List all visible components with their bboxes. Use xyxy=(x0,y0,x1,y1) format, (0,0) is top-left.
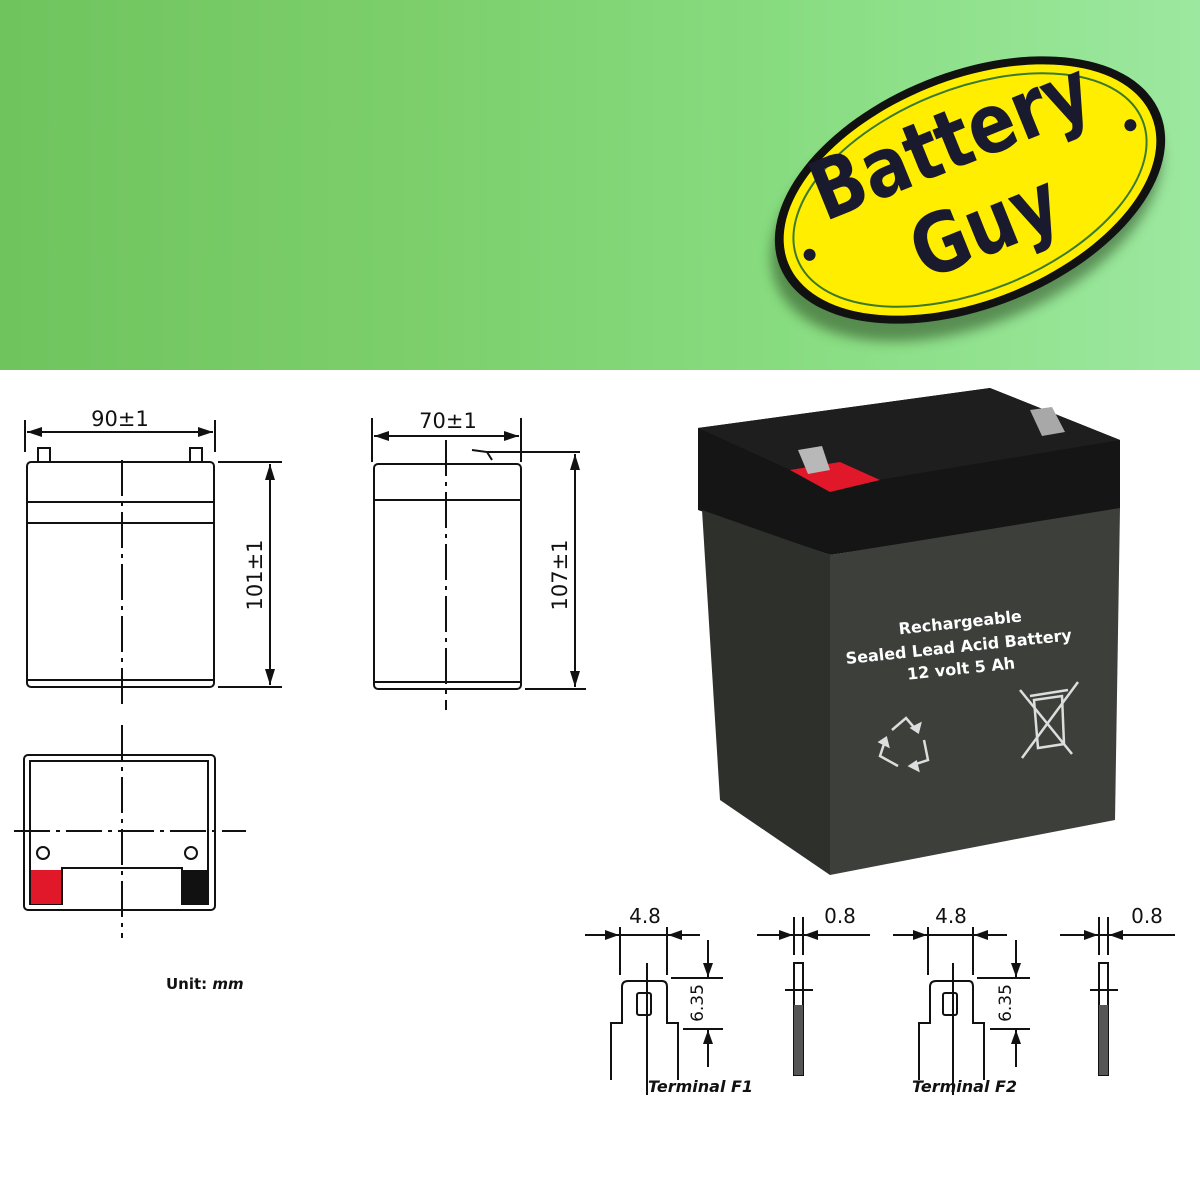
positive-tab-icon xyxy=(798,446,830,474)
battery-product-image: Rechargeable Sealed Lead Acid Battery 12… xyxy=(698,388,1120,875)
crossed-bin-icon xyxy=(1019,681,1080,759)
terminal-f2-label: Terminal F2 xyxy=(912,1077,1018,1096)
unit-label: Unit: mm xyxy=(166,975,244,993)
battery-guy-logo: Battery Guy xyxy=(745,25,1195,355)
front-view-drawing: 90±1 101±1 xyxy=(24,407,282,710)
unit-prefix: Unit: xyxy=(166,975,208,993)
f1-width-label: 4.8 xyxy=(629,904,661,928)
top-view-drawing xyxy=(14,725,246,938)
terminal-f1-label: Terminal F1 xyxy=(648,1077,754,1096)
recycle-icon xyxy=(877,716,930,773)
side-height-label: 107±1 xyxy=(548,539,572,610)
front-height-label: 101±1 xyxy=(243,539,267,610)
side-view-drawing: 70±1 107±1 xyxy=(371,409,586,710)
side-width-label: 70±1 xyxy=(419,409,477,433)
front-width-label: 90±1 xyxy=(91,407,149,431)
logo-oval-icon: Battery Guy xyxy=(771,41,1166,342)
f2-height-label: 6.35 xyxy=(996,984,1016,1022)
negative-tab-icon xyxy=(1030,407,1065,436)
battery-body xyxy=(830,508,1120,875)
terminal-f2-drawing: 4.8 0.8 6.35 xyxy=(893,904,1175,1095)
f2-width-label: 4.8 xyxy=(935,904,967,928)
positive-terminal-block xyxy=(31,870,61,904)
f1-thickness-label: 0.8 xyxy=(824,904,856,928)
terminal-f1-drawing: 4.8 0.8 6.35 xyxy=(585,904,870,1095)
f1-height-label: 6.35 xyxy=(688,984,708,1022)
f2-thickness-label: 0.8 xyxy=(1131,904,1163,928)
negative-terminal-block xyxy=(182,870,209,904)
unit-value: mm xyxy=(212,975,244,993)
